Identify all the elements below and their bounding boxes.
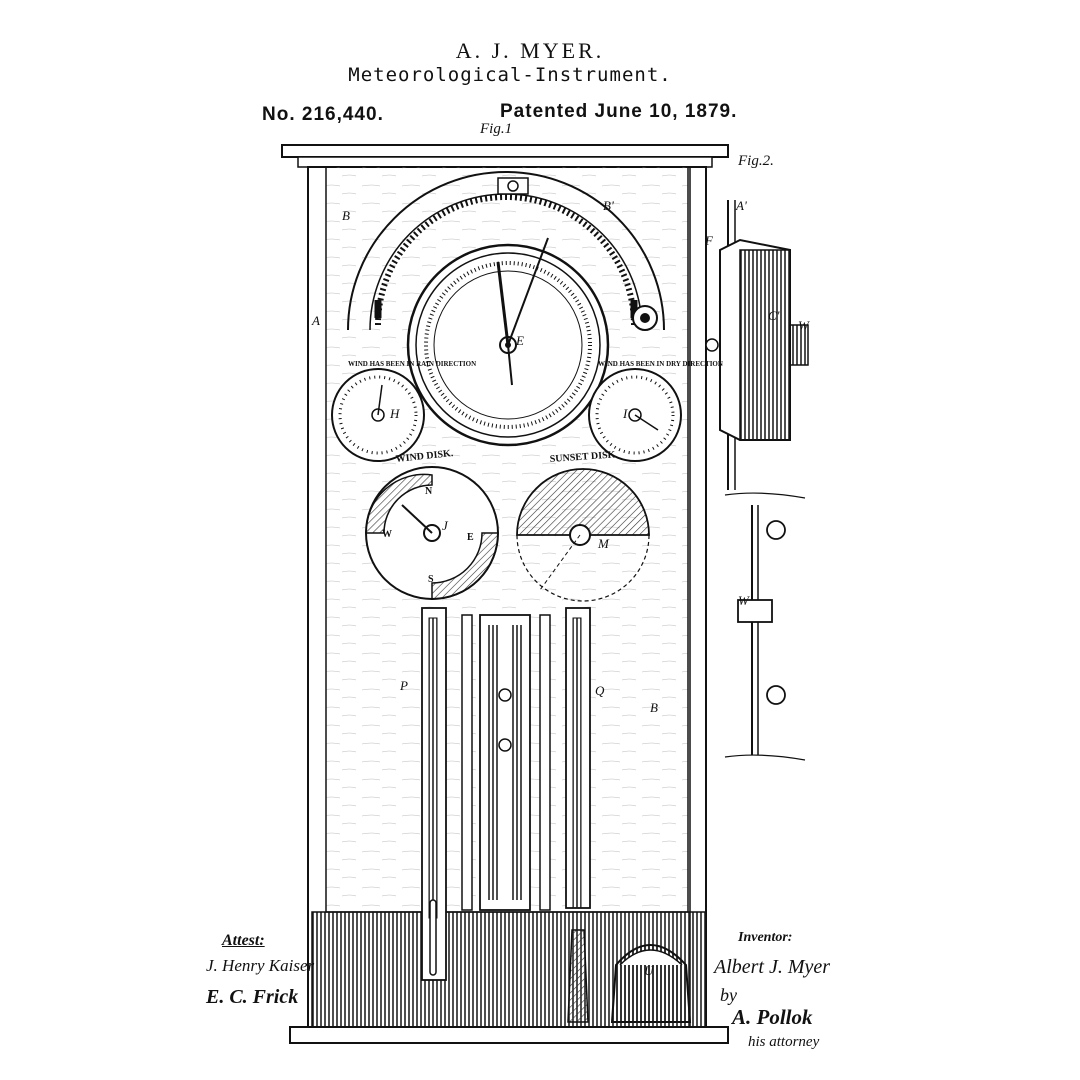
ref-letter: A' — [735, 198, 747, 213]
sunset-disk-caption: SUNSET DISK — [549, 449, 616, 465]
rain-direction-caption: WIND HAS BEEN IN RAIN DIRECTION — [348, 360, 476, 368]
rain-direction-dial — [331, 368, 425, 462]
dry-direction-caption: WIND HAS BEEN IN DRY DIRECTION — [598, 360, 723, 368]
compass-e: E — [467, 532, 474, 543]
sunset-disk — [516, 468, 650, 602]
fig1-label: Fig.1 — [480, 121, 513, 137]
wind-disk — [365, 466, 499, 600]
ref-letter: Q — [595, 683, 605, 698]
patent-title: Meteorological-Instrument. — [348, 64, 672, 86]
ref-letter: H — [389, 406, 400, 421]
thermometer-left — [421, 607, 447, 981]
ref-letter: B' — [603, 198, 614, 213]
ref-letter: A — [311, 313, 320, 328]
ref-letter: W — [738, 593, 750, 608]
reference-letters: B B' A E H I J M P Q B W A' F W C' U — [311, 198, 810, 978]
ref-letter: F — [704, 233, 714, 248]
ref-letter: I — [622, 406, 628, 421]
fig2-section — [705, 200, 809, 761]
attest-label: Attest: — [222, 932, 265, 949]
ref-letter: B — [650, 700, 658, 715]
witness-2-signature: E. C. Frick — [206, 986, 299, 1008]
inventor-name-heading: A. J. MYER. — [455, 38, 605, 63]
compass-n: N — [425, 486, 433, 497]
ref-letter: J — [442, 518, 449, 533]
witness-1-signature: J. Henry Kaiser — [206, 956, 315, 975]
upper-arc-scale — [347, 171, 665, 331]
ref-letter: B — [342, 208, 350, 223]
by-text: by — [720, 985, 737, 1005]
inventor-signature: Albert J. Myer — [714, 956, 831, 978]
attorney-signature: A. Pollok — [732, 1005, 813, 1029]
ref-letter: M — [597, 536, 610, 551]
thermometer-right — [565, 607, 591, 1023]
compass-s: S — [428, 574, 434, 585]
ref-letter: W — [798, 318, 810, 333]
fig2-label: Fig.2. — [738, 153, 774, 169]
ref-letter: C' — [768, 308, 780, 323]
barometer-dial — [406, 237, 610, 447]
bell-jar — [610, 944, 692, 1023]
ref-letter: U — [644, 963, 655, 978]
dial-captions: WIND HAS BEEN IN RAIN DIRECTION WIND HAS… — [348, 360, 723, 368]
inventor-label: Inventor: — [738, 930, 793, 945]
thermometer-center — [461, 614, 551, 911]
patent-number: No. 216,440. — [262, 104, 384, 125]
compass-w: W — [382, 529, 392, 540]
ref-letter: P — [399, 678, 408, 693]
patent-date: Patented June 10, 1879. — [500, 101, 738, 122]
attorney-role: his attorney — [748, 1034, 820, 1050]
dry-direction-dial — [588, 368, 682, 462]
ref-letter: E — [515, 333, 524, 348]
